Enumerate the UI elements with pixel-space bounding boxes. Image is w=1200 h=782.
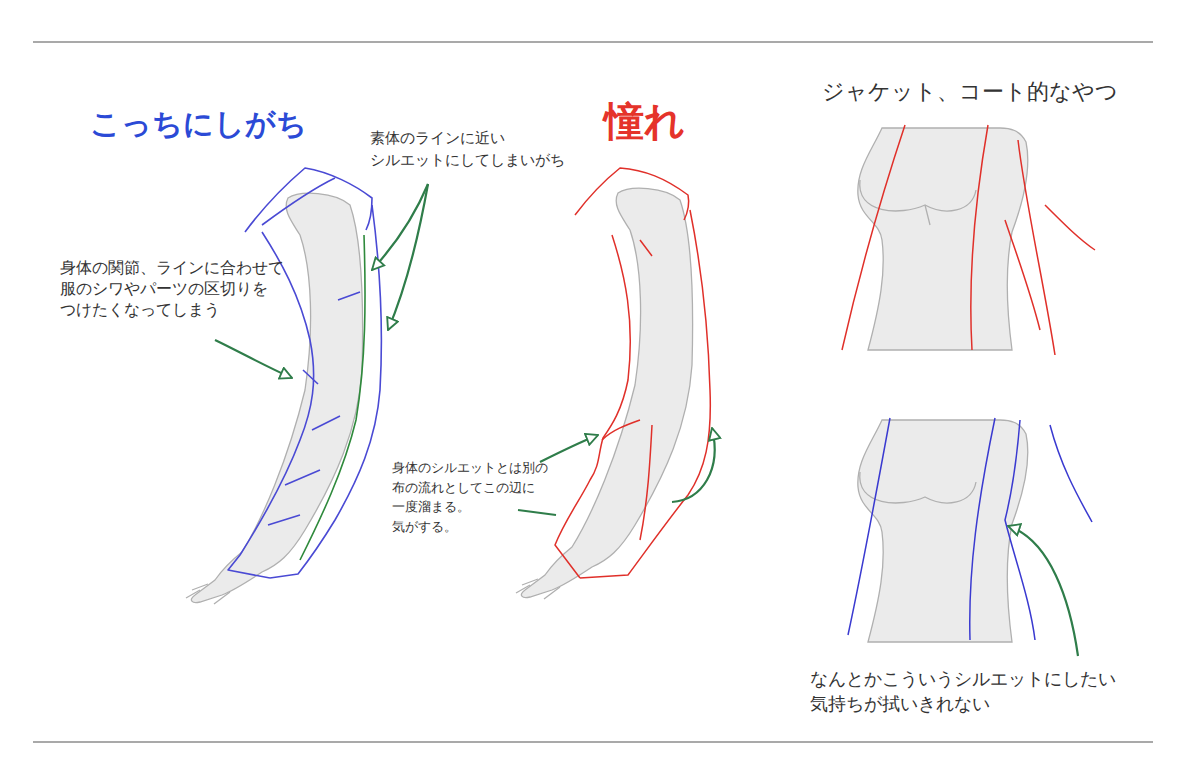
frame-rule xyxy=(33,42,1153,742)
leader-arrow xyxy=(388,184,428,330)
sleeve-outline xyxy=(268,292,360,525)
sleeve-outline xyxy=(270,205,381,578)
note: 身体のシルエットとは別の 布の流れとしてこの辺に 一度溜まる。 気がする。 xyxy=(392,458,592,536)
coat-line xyxy=(971,125,988,350)
coat-line xyxy=(1050,425,1092,522)
coat-line xyxy=(1045,205,1095,250)
arm-figure xyxy=(186,193,363,604)
torso-figure xyxy=(858,128,1028,350)
arm-figure xyxy=(191,193,362,602)
arm-figure xyxy=(516,188,693,599)
leader-arrow xyxy=(215,184,1078,656)
leader-arrow xyxy=(1008,526,1078,656)
leader-arrow xyxy=(215,340,292,378)
heading: 憧れ xyxy=(604,98,764,144)
sleeve-outline xyxy=(575,168,689,220)
heading: ジャケット、コート的なやつ xyxy=(822,79,1162,105)
sleeve-outline xyxy=(580,210,710,578)
frame-rule xyxy=(33,41,1153,42)
sleeve-outline xyxy=(555,235,630,578)
arm-figure xyxy=(186,584,230,604)
coat-line xyxy=(1005,420,1035,640)
torso-figure xyxy=(858,128,1028,350)
leader-line xyxy=(518,510,556,515)
coat-line xyxy=(1005,220,1040,330)
sleeve-outline xyxy=(262,178,335,225)
coat-line xyxy=(842,125,905,350)
leader-line xyxy=(518,510,556,515)
arm-figure xyxy=(516,579,560,599)
note: 素体のラインに近い シルエットにしてしまいがち xyxy=(370,128,610,172)
coat-line xyxy=(1018,140,1055,355)
heading: こっちにしがち xyxy=(90,106,410,142)
leader-arrow xyxy=(540,435,598,462)
note: なんとかこういうシルエットにしたい 気持ちが拭いきれない xyxy=(810,666,1180,716)
arm-figure xyxy=(521,188,692,597)
coat-line xyxy=(848,418,1092,640)
sleeve-outline xyxy=(555,168,710,578)
sleeve-outline xyxy=(245,168,372,232)
torso-figure xyxy=(860,180,976,211)
body-line xyxy=(300,235,365,560)
torso-figure xyxy=(925,205,930,225)
sleeve-outline xyxy=(602,240,652,540)
coat-line xyxy=(970,418,995,640)
leader-arrow xyxy=(672,428,715,502)
coat-line xyxy=(848,418,890,635)
sleeve-outline xyxy=(228,168,381,578)
note: 身体の関節、ラインに合わせて 服のシワやパーツの区切りを つけたくなってしまう xyxy=(60,258,340,320)
coat-line xyxy=(842,125,1095,355)
body-line xyxy=(300,235,365,560)
frame-rule xyxy=(33,741,1153,742)
